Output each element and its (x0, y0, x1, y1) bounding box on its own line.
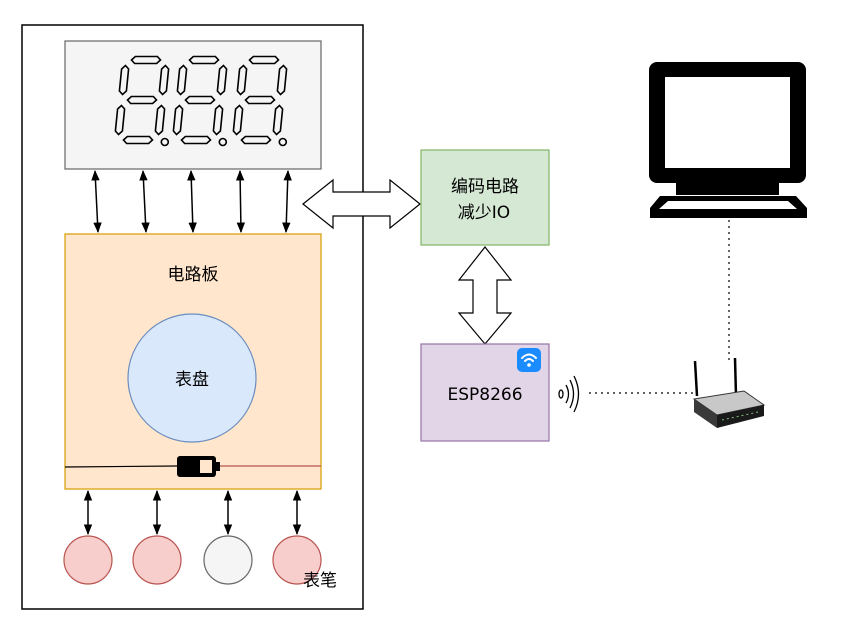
wireless-signal-icon (558, 375, 580, 413)
display-panel (64, 40, 322, 170)
probe-4 (272, 535, 322, 585)
display-board-arrows (91, 169, 292, 234)
router-icon (692, 357, 766, 428)
probes-label: 表笔 (303, 571, 337, 591)
display-encoder-block-arrow (302, 178, 421, 230)
encoder-label-line1: 编码电路 (451, 177, 519, 197)
encoder-esp-block-arrow (457, 246, 513, 345)
probe-arrows (83, 489, 302, 536)
dial-label: 表盘 (175, 370, 209, 390)
esp-label: ESP8266 (447, 385, 522, 405)
probe-2 (132, 535, 182, 585)
encoder-box (420, 149, 550, 246)
battery-icon (177, 456, 220, 477)
probe-3 (203, 535, 253, 585)
battery-wire-left (64, 465, 178, 468)
probe-1 (63, 535, 113, 585)
encoder-label-line2: 减少IO (458, 203, 510, 223)
circuit-board-label: 电路板 (168, 265, 219, 285)
seven-segment-display-icon (64, 40, 322, 170)
wifi-icon (517, 348, 541, 372)
dial (127, 313, 257, 443)
computer-monitor-icon (649, 62, 807, 218)
